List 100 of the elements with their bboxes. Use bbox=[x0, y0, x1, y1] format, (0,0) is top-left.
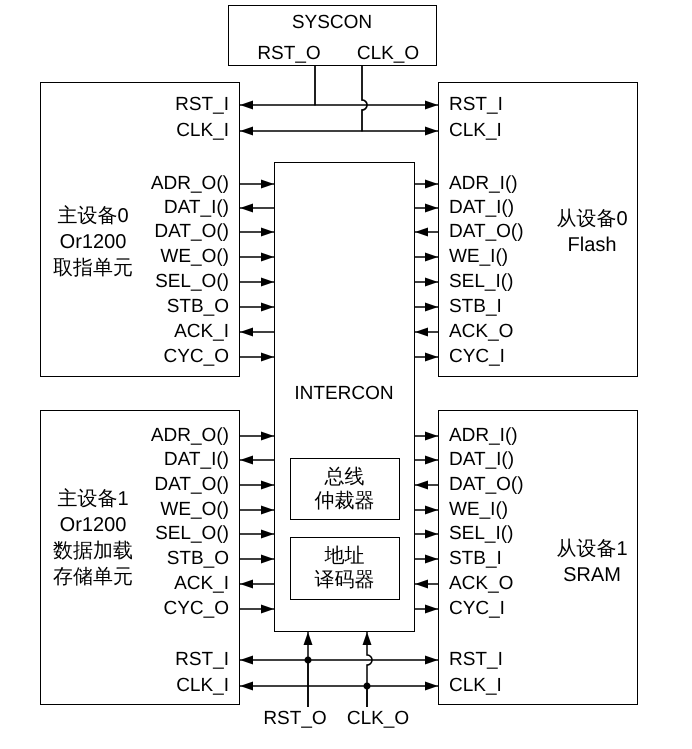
signal-arrow bbox=[240, 228, 274, 236]
signal-arrow bbox=[415, 302, 438, 312]
signal-arrow bbox=[415, 530, 438, 538]
pin-label: CYC_I bbox=[449, 346, 505, 366]
pin-label: SEL_I() bbox=[449, 524, 514, 544]
signal-arrow bbox=[240, 530, 274, 538]
signal-arrow bbox=[415, 352, 438, 362]
pin-label: STB_I bbox=[449, 548, 502, 568]
pin-label: DAT_I() bbox=[164, 198, 229, 218]
signal-arrow bbox=[240, 604, 274, 614]
signal-arrow bbox=[362, 632, 373, 707]
pin-label: ADR_O() bbox=[150, 426, 229, 446]
module-box bbox=[228, 5, 437, 66]
signal-label: RST_O bbox=[258, 707, 332, 731]
pin-label: WE_I() bbox=[449, 246, 508, 266]
pin-label: CYC_O bbox=[164, 598, 229, 618]
signal-arrow bbox=[240, 302, 274, 312]
signal-arrow bbox=[240, 506, 274, 514]
pin-label: CLK_I bbox=[449, 120, 502, 140]
pin-label: STB_O bbox=[166, 296, 229, 316]
pin-label: RST_I bbox=[175, 650, 229, 670]
signal-arrow bbox=[240, 328, 274, 336]
signal-arrow bbox=[240, 432, 274, 440]
pin-label: DAT_I() bbox=[449, 198, 514, 218]
pin-label: STB_I bbox=[449, 296, 502, 316]
device-label: 数据加载存储单元 bbox=[52, 539, 134, 590]
pin-label: ACK_O bbox=[449, 574, 514, 594]
pin-label: RST_I bbox=[449, 650, 503, 670]
signal-arrow bbox=[240, 456, 274, 464]
device-label: Or1200 bbox=[60, 230, 126, 255]
pin-label: ADR_I() bbox=[449, 426, 518, 446]
pin-label: RST_O bbox=[256, 44, 322, 64]
pin-label: SEL_O() bbox=[155, 272, 229, 292]
module-title: SYSCON bbox=[292, 13, 372, 33]
pin-label: DAT_O() bbox=[154, 222, 229, 242]
signal-arrow bbox=[415, 580, 438, 588]
signal-arrow bbox=[415, 480, 438, 490]
pin-label: DAT_O() bbox=[449, 222, 524, 242]
signal-arrow bbox=[240, 278, 274, 286]
pin-label: RST_I bbox=[449, 94, 503, 114]
signal-arrow bbox=[415, 278, 438, 286]
pin-label: WE_I() bbox=[449, 500, 508, 520]
slave-device-box bbox=[438, 82, 638, 377]
signal-arrow bbox=[240, 352, 274, 362]
pin-label: STB_O bbox=[166, 548, 229, 568]
signal-arrow bbox=[415, 432, 438, 440]
signal-arrow bbox=[240, 180, 274, 188]
device-label: 取指单元 bbox=[53, 256, 133, 281]
pin-label: CLK_I bbox=[176, 120, 229, 140]
pin-label: CLK_I bbox=[176, 676, 229, 696]
pin-label: DAT_I() bbox=[164, 450, 229, 470]
pin-label: WE_O() bbox=[160, 500, 229, 520]
master-device-box bbox=[40, 82, 240, 377]
signal-arrow bbox=[415, 554, 438, 564]
device-label: SRAM bbox=[563, 563, 621, 588]
pin-label: SEL_O() bbox=[155, 524, 229, 544]
pin-label: RST_I bbox=[175, 94, 229, 114]
signal-arrow bbox=[304, 632, 312, 707]
pin-label: SEL_I() bbox=[449, 272, 514, 292]
slave-device-box bbox=[438, 410, 638, 705]
pin-label: DAT_I() bbox=[449, 450, 514, 470]
pin-label: DAT_O() bbox=[154, 474, 229, 494]
pin-label: ADR_I() bbox=[449, 174, 518, 194]
signal-arrow bbox=[415, 506, 438, 514]
module-title: INTERCON bbox=[294, 384, 394, 404]
device-label: 从设备1 bbox=[556, 537, 628, 562]
pin-label: DAT_O() bbox=[449, 474, 524, 494]
pin-label: CYC_I bbox=[449, 598, 505, 618]
signal-arrow bbox=[415, 328, 438, 336]
pin-label: ACK_O bbox=[449, 322, 514, 342]
function-block bbox=[290, 536, 400, 600]
signal-arrow bbox=[240, 480, 274, 490]
signal-arrow bbox=[314, 66, 438, 110]
pin-label: CLK_O bbox=[356, 44, 420, 64]
signal-arrow bbox=[415, 252, 438, 262]
pin-label: WE_O() bbox=[160, 246, 229, 266]
signal-arrow bbox=[415, 204, 438, 212]
pin-label: CLK_I bbox=[449, 676, 502, 696]
signal-arrow bbox=[415, 180, 438, 188]
signal-label: CLK_O bbox=[340, 707, 416, 731]
device-label: 主设备1 bbox=[57, 487, 129, 512]
device-label: 主设备0 bbox=[57, 204, 129, 229]
device-label: Flash bbox=[568, 233, 616, 258]
pin-label: CYC_O bbox=[164, 346, 229, 366]
device-label: Or1200 bbox=[60, 513, 126, 538]
signal-arrow bbox=[240, 204, 274, 212]
interconnect-box bbox=[274, 162, 415, 632]
signal-arrow bbox=[415, 604, 438, 614]
signal-arrow bbox=[240, 580, 274, 588]
signal-arrow bbox=[240, 554, 274, 564]
signal-arrow bbox=[361, 66, 438, 136]
block-label: 地址译码器 bbox=[314, 544, 376, 592]
device-label: 从设备0 bbox=[556, 207, 628, 232]
signal-arrow bbox=[240, 252, 274, 262]
pin-label: ADR_O() bbox=[150, 174, 229, 194]
function-block bbox=[290, 458, 400, 520]
pin-label: ACK_I bbox=[174, 322, 229, 342]
pin-label: ACK_I bbox=[174, 574, 229, 594]
signal-arrow bbox=[415, 228, 438, 236]
signal-arrow bbox=[415, 456, 438, 464]
